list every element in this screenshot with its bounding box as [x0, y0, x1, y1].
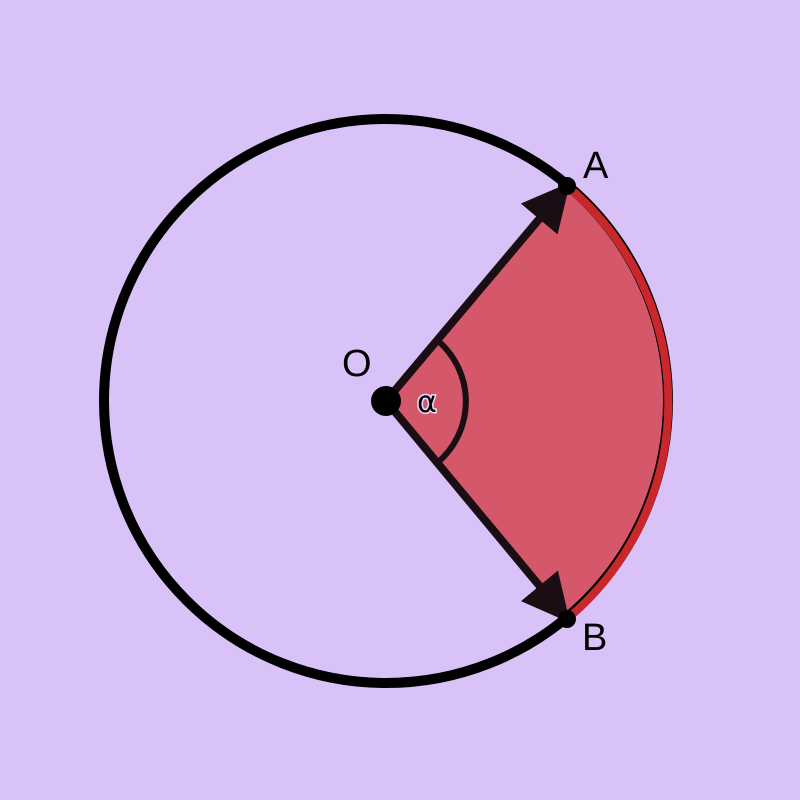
- vector-oa: [382, 182, 571, 404]
- point-a: [558, 177, 576, 195]
- vector-ob: [382, 398, 571, 623]
- angle-arc: [435, 337, 469, 466]
- label-alpha: α: [417, 385, 437, 420]
- point-b: [558, 610, 576, 628]
- label-a: A: [583, 145, 609, 187]
- arc-ab-highlight: [564, 182, 673, 623]
- center-point-o: [371, 386, 401, 416]
- label-b: B: [582, 617, 607, 659]
- sector-fill: [386, 186, 669, 619]
- label-o: O: [342, 343, 372, 385]
